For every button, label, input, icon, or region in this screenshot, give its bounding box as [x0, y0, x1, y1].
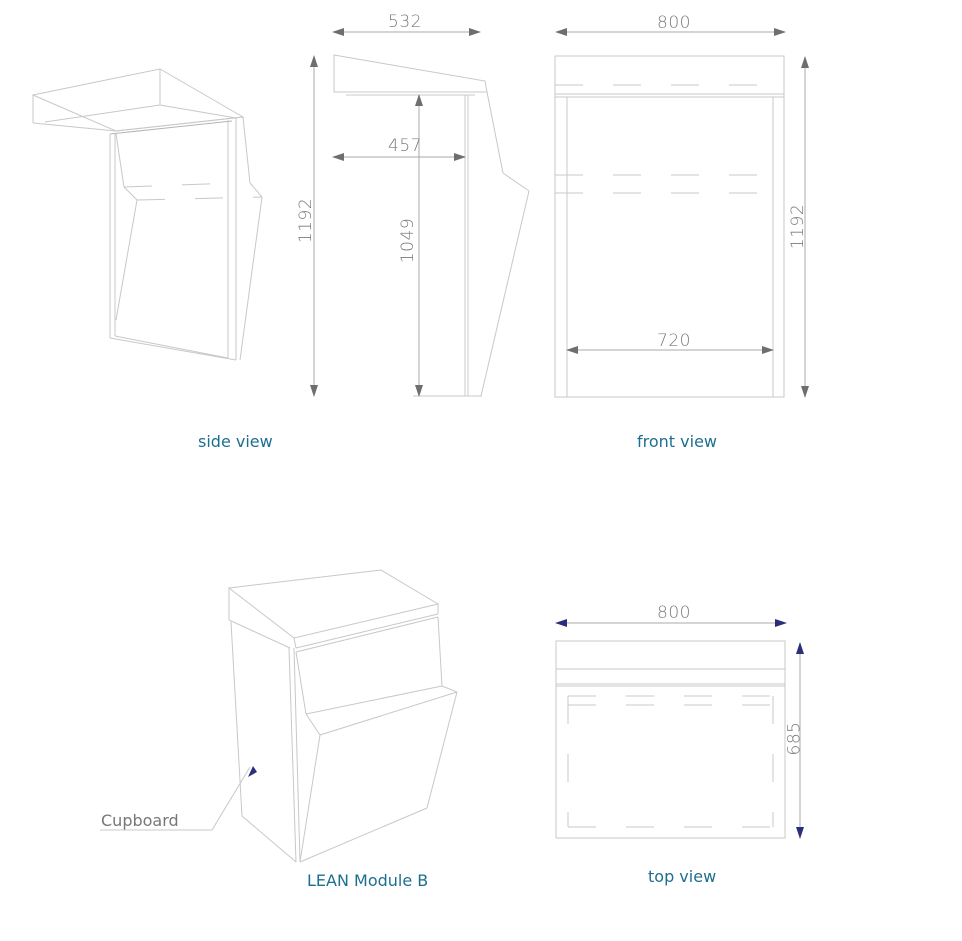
side-depth-body-label: 457 [388, 136, 422, 156]
cupboard-pointer-icon [248, 766, 257, 777]
side-height-total-label: 1192 [296, 197, 317, 244]
side-view-drawing [310, 28, 530, 397]
side-isometric-drawing [31, 68, 263, 361]
front-width-total-label: 800 [657, 13, 691, 33]
side-view-caption: side view [198, 432, 273, 451]
side-depth-total-label: 532 [388, 12, 422, 32]
cupboard-callout-label: Cupboard [101, 811, 179, 830]
module-isometric-drawing [100, 569, 458, 863]
front-width-inner-label: 720 [657, 331, 691, 351]
top-view-caption: top view [648, 867, 717, 886]
cupboard-leader-line [211, 766, 251, 831]
top-width-total-label: 800 [657, 603, 691, 623]
top-view-drawing [555, 619, 804, 839]
front-view-drawing [554, 28, 809, 398]
front-height-total-label: 1192 [788, 203, 809, 250]
module-caption: LEAN Module B [307, 871, 429, 890]
front-view-caption: front view [637, 432, 717, 451]
side-height-body-label: 1049 [398, 217, 419, 264]
top-depth-total-label: 685 [784, 721, 805, 756]
